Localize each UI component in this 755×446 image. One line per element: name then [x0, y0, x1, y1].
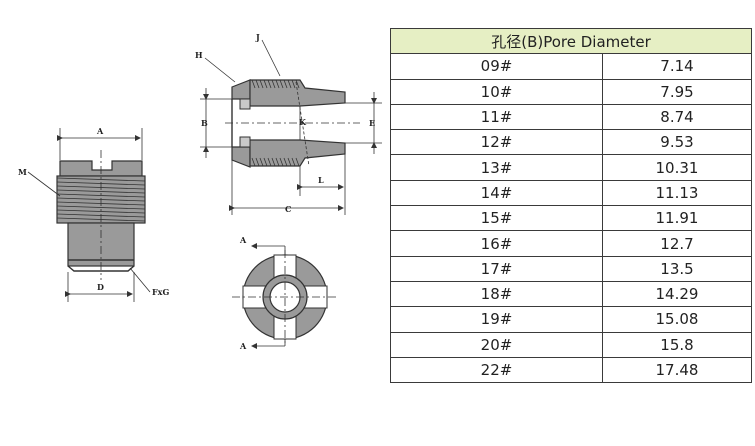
size-cell: 09#	[390, 53, 603, 80]
table-row: 11#8.74	[390, 103, 752, 131]
label-a: A	[96, 126, 104, 136]
size-cell: 19#	[390, 306, 603, 333]
label-a-section-bot: A	[239, 341, 247, 351]
table-row: 13#10.31	[390, 154, 752, 181]
table-row: 10#7.95	[390, 78, 752, 105]
diameter-cell: 15.08	[602, 306, 752, 333]
table-header: 孔径(B)Pore Diameter	[390, 27, 752, 55]
diameter-cell: 13.5	[602, 255, 752, 282]
size-cell: 20#	[390, 331, 603, 358]
label-fxg: FxG	[152, 287, 169, 297]
diameter-cell: 10.31	[602, 154, 752, 181]
label-h: H	[195, 50, 203, 60]
size-cell: 17#	[390, 255, 603, 282]
side-view: A M D FxG	[18, 126, 169, 302]
size-cell: 11#	[390, 103, 603, 131]
size-cell: 16#	[390, 230, 603, 257]
size-cell: 13#	[390, 154, 603, 181]
size-cell: 18#	[390, 280, 603, 308]
label-m: M	[18, 167, 27, 177]
label-b: B	[201, 118, 208, 128]
diameter-cell: 7.14	[602, 53, 752, 80]
size-cell: 14#	[390, 179, 603, 207]
table-row: 20#15.8	[390, 331, 752, 358]
size-cell: 12#	[390, 129, 603, 156]
table-row: 18#14.29	[390, 280, 752, 308]
label-c: C	[285, 204, 291, 214]
end-view: A A	[232, 235, 338, 351]
diameter-cell: 17.48	[602, 356, 752, 384]
section-view: H J B K E	[195, 32, 382, 215]
diameter-cell: 11.13	[602, 179, 752, 207]
table-row: 19#15.08	[390, 306, 752, 333]
diameter-cell: 8.74	[602, 103, 752, 131]
size-cell: 15#	[390, 205, 603, 232]
label-k: K	[299, 117, 307, 127]
size-cell: 10#	[390, 78, 603, 105]
label-j: J	[255, 32, 260, 42]
table-row: 14#11.13	[390, 179, 752, 207]
table-row: 17#13.5	[390, 255, 752, 282]
label-d: D	[97, 282, 104, 292]
technical-drawing: A M D FxG H J	[18, 32, 382, 351]
label-l: L	[318, 175, 324, 185]
label-a-section-top: A	[239, 235, 247, 245]
diameter-cell: 11.91	[602, 205, 752, 232]
table-row: 12#9.53	[390, 129, 752, 156]
table-row: 09#7.14	[390, 53, 752, 80]
table-row: 16#12.7	[390, 230, 752, 257]
table-row: 22#17.48	[390, 356, 752, 384]
diameter-cell: 12.7	[602, 230, 752, 257]
diameter-cell: 7.95	[602, 78, 752, 105]
size-cell: 22#	[390, 356, 603, 384]
table-header-row: 孔径(B)Pore Diameter	[390, 27, 752, 55]
diameter-cell: 9.53	[602, 129, 752, 156]
diameter-cell: 14.29	[602, 280, 752, 308]
table-row: 15#11.91	[390, 205, 752, 232]
label-e: E	[369, 118, 375, 128]
diameter-cell: 15.8	[602, 331, 752, 358]
